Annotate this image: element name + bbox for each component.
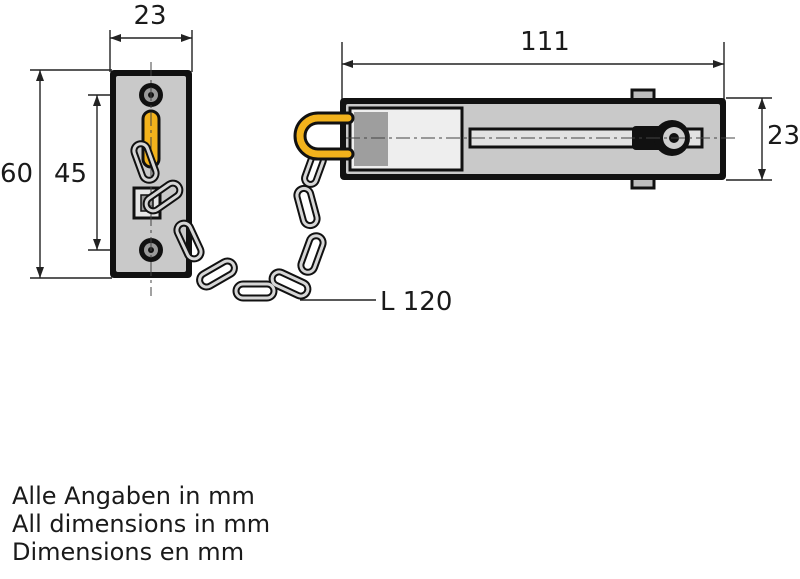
plate-width-label: 23 — [133, 1, 166, 31]
units-note: Alle Angaben in mm All dimensions in mm … — [12, 482, 270, 566]
rail-height-dimension: 23 — [726, 97, 800, 181]
slide-rail — [340, 88, 738, 190]
hole-spacing-label: 45 — [54, 159, 87, 189]
plate-height-dimension: 60 — [0, 69, 112, 279]
units-note-german: Alle Angaben in mm — [12, 482, 255, 510]
plate-width-dimension: 23 — [109, 1, 193, 72]
units-note-english: All dimensions in mm — [12, 510, 271, 538]
plate-height-label: 60 — [0, 159, 33, 189]
chain-length-label: L 120 — [380, 287, 452, 317]
units-note-french: Dimensions en mm — [12, 538, 245, 566]
yellow-shackle — [293, 111, 355, 161]
rail-length-dimension: 111 — [341, 27, 725, 100]
wall-plate — [110, 62, 192, 296]
rail-length-label: 111 — [520, 27, 570, 57]
rail-height-label: 23 — [767, 121, 800, 151]
